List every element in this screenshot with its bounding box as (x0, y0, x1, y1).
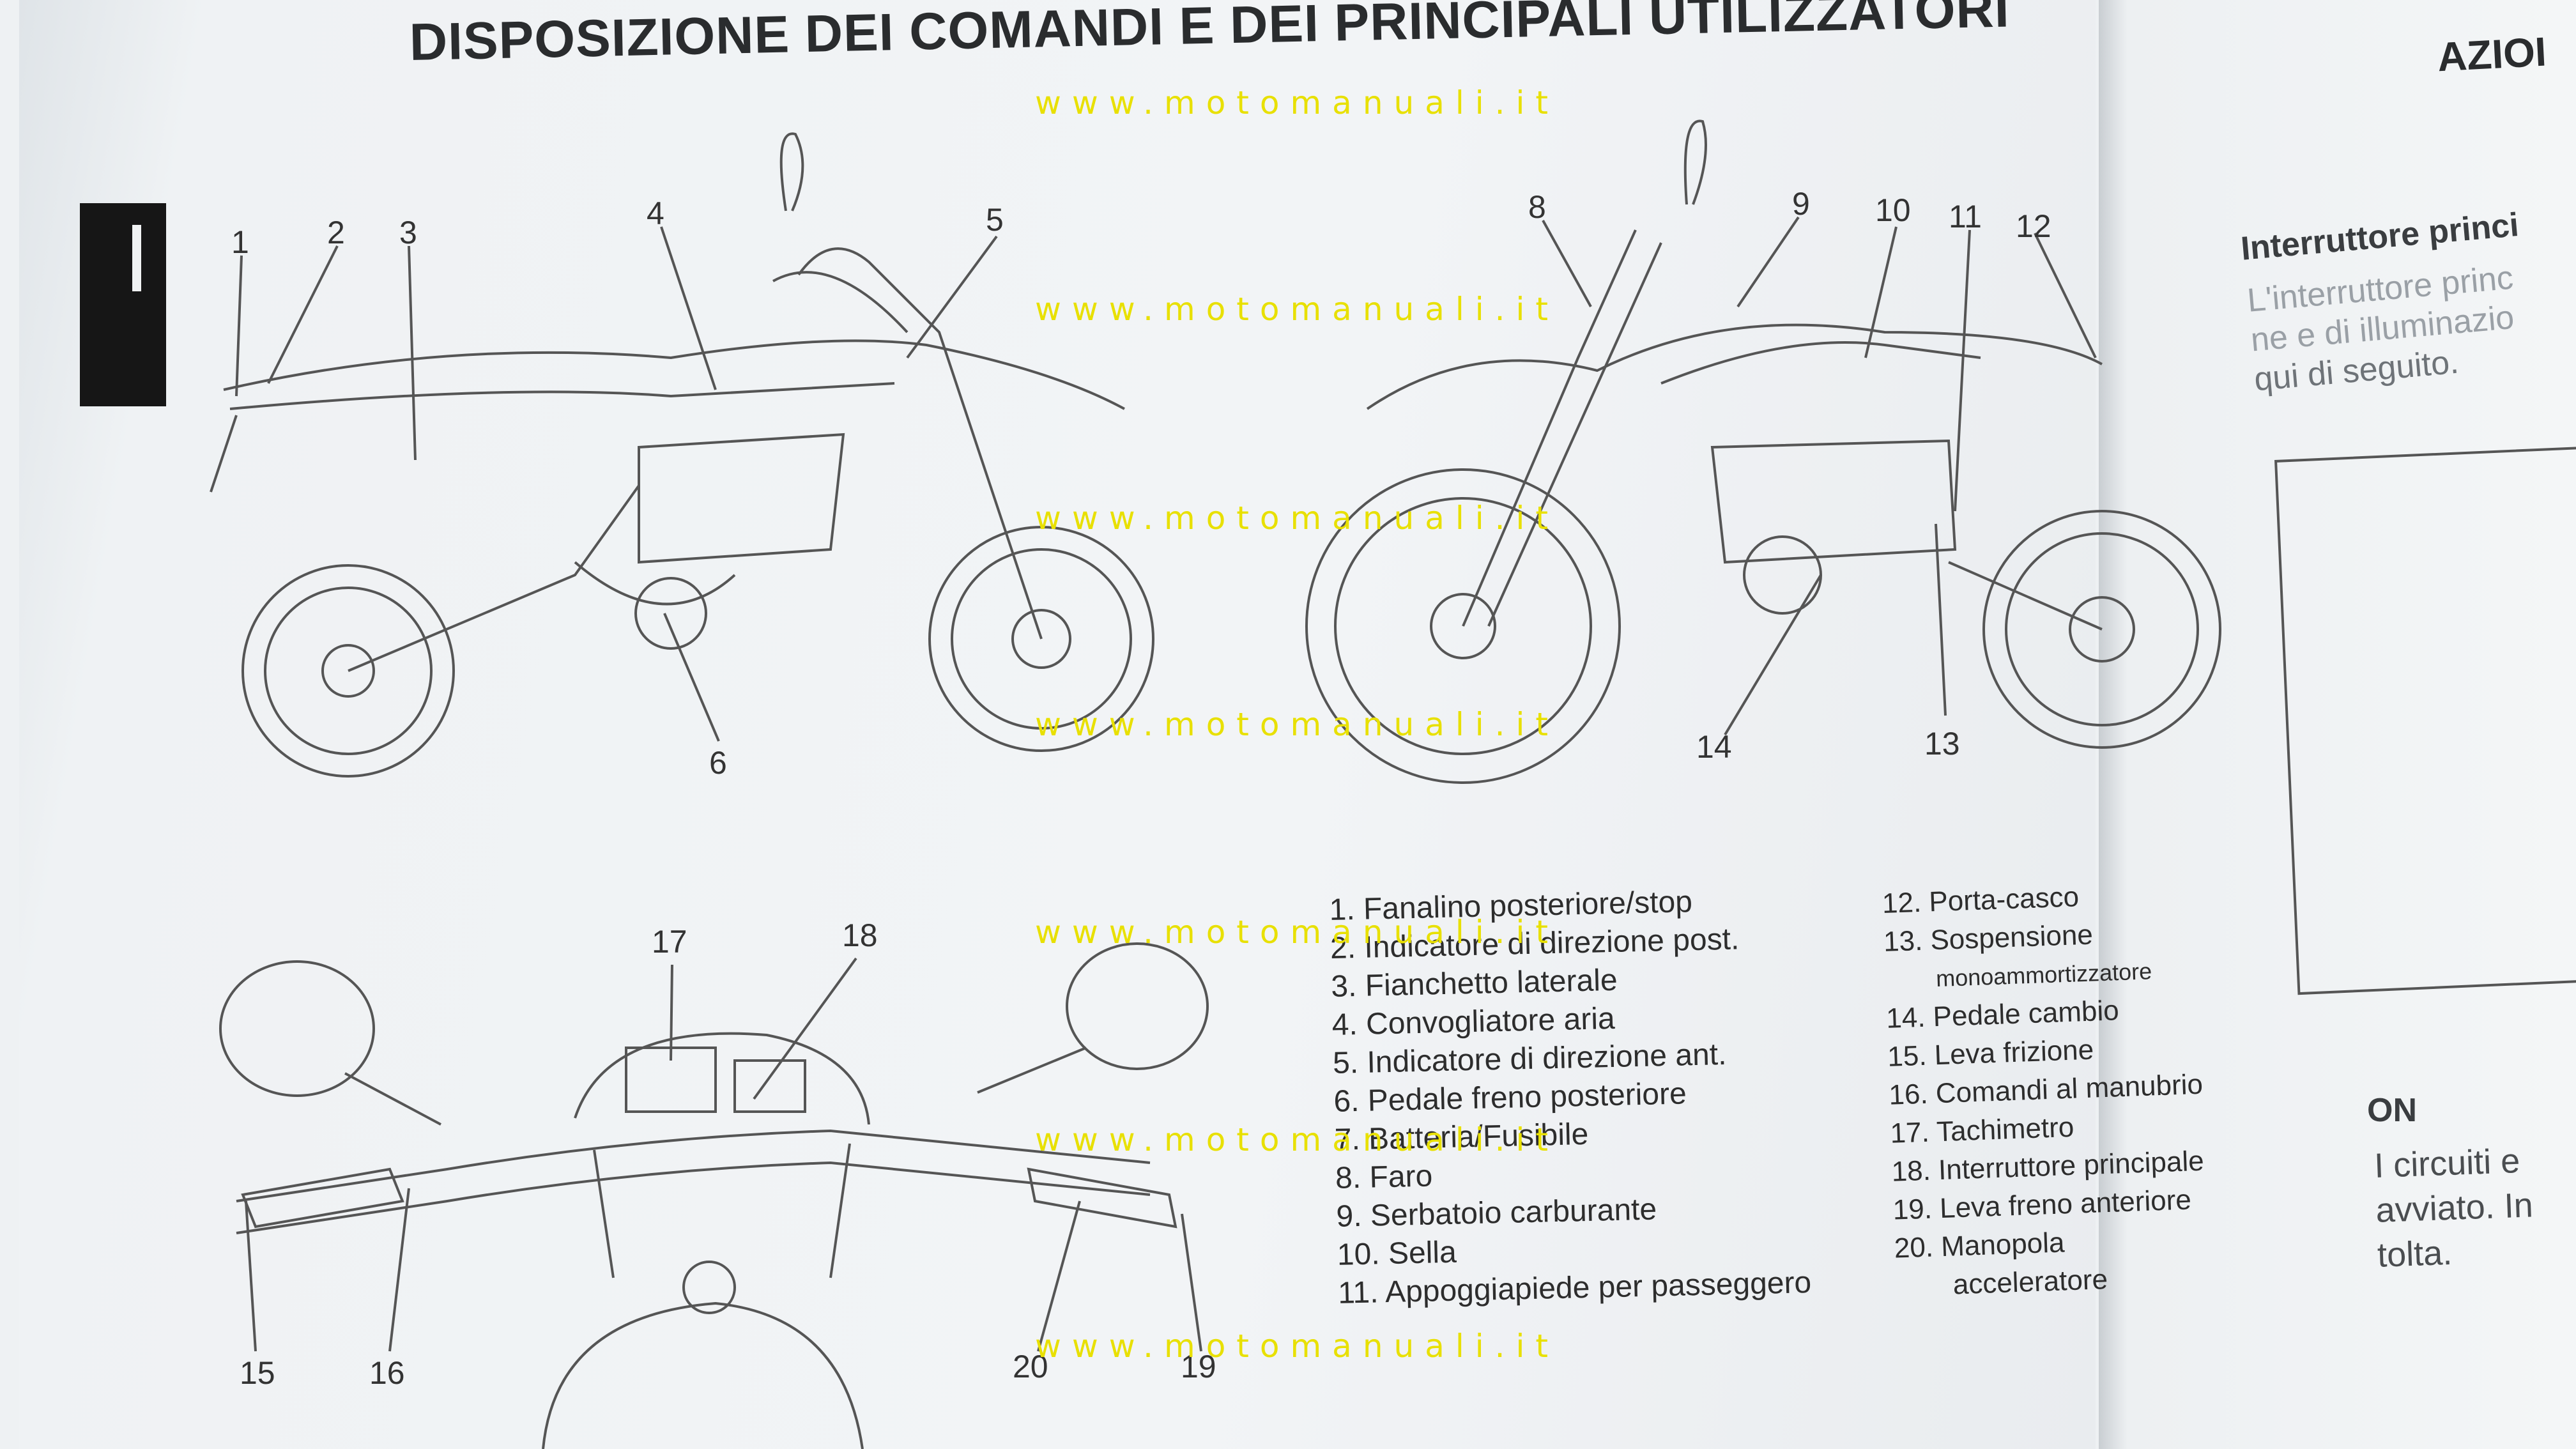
on-line: avviato. In (2375, 1186, 2534, 1230)
watermark-text: www.motomanuali.it (1035, 914, 1560, 951)
callout-16: 16 (369, 1355, 405, 1391)
callout-9: 9 (1792, 186, 1810, 222)
callout-5: 5 (986, 202, 1004, 238)
callout-leader-lines (235, 216, 2097, 1352)
right-motorcycle-drawing (1305, 119, 2221, 784)
on-label: ON (2367, 1092, 2417, 1129)
on-line: I circuiti e (2373, 1142, 2521, 1185)
callout-3: 3 (399, 215, 417, 250)
callout-4: 4 (647, 195, 664, 231)
callout-10: 10 (1875, 192, 1911, 228)
callout-13: 13 (1924, 726, 1960, 762)
legend-column-2: 12. Porta-casco 13. Sospensione monoammo… (1882, 874, 2210, 1307)
callout-12: 12 (2016, 208, 2051, 244)
watermark-text: www.motomanuali.it (1035, 500, 1560, 537)
watermark-text: www.motomanuali.it (1035, 1328, 1560, 1365)
callout-14: 14 (1696, 729, 1732, 765)
callout-2: 2 (327, 215, 345, 250)
section-tab-marker (132, 225, 141, 291)
on-line: tolta. (2377, 1233, 2453, 1275)
watermark-text: www.motomanuali.it (1035, 291, 1560, 328)
right-page (2099, 0, 2576, 1449)
right-page-heading: AZIOI (2436, 28, 2548, 80)
right-page-paragraph: L'interruttore princ ne e di illuminazio… (2246, 258, 2522, 400)
callout-17: 17 (652, 924, 687, 960)
section-tab (80, 203, 166, 406)
callout-1: 1 (231, 224, 249, 260)
callout-18: 18 (842, 917, 878, 953)
right-page-figure-box (2274, 445, 2576, 995)
watermark-text: www.motomanuali.it (1035, 1121, 1560, 1158)
callout-8: 8 (1528, 189, 1546, 225)
watermark-text: www.motomanuali.it (1035, 706, 1560, 743)
callout-6: 6 (709, 745, 727, 781)
handlebar-drawing (219, 942, 1209, 1449)
on-description: I circuiti e avviato. In tolta. (2373, 1138, 2535, 1277)
callout-19: 19 (1181, 1349, 1216, 1384)
left-motorcycle-drawing (210, 132, 1154, 778)
callout-20: 20 (1013, 1349, 1048, 1384)
callout-15: 15 (240, 1355, 275, 1391)
watermark-text: www.motomanuali.it (1035, 84, 1560, 121)
callout-11: 11 (1949, 199, 1982, 234)
